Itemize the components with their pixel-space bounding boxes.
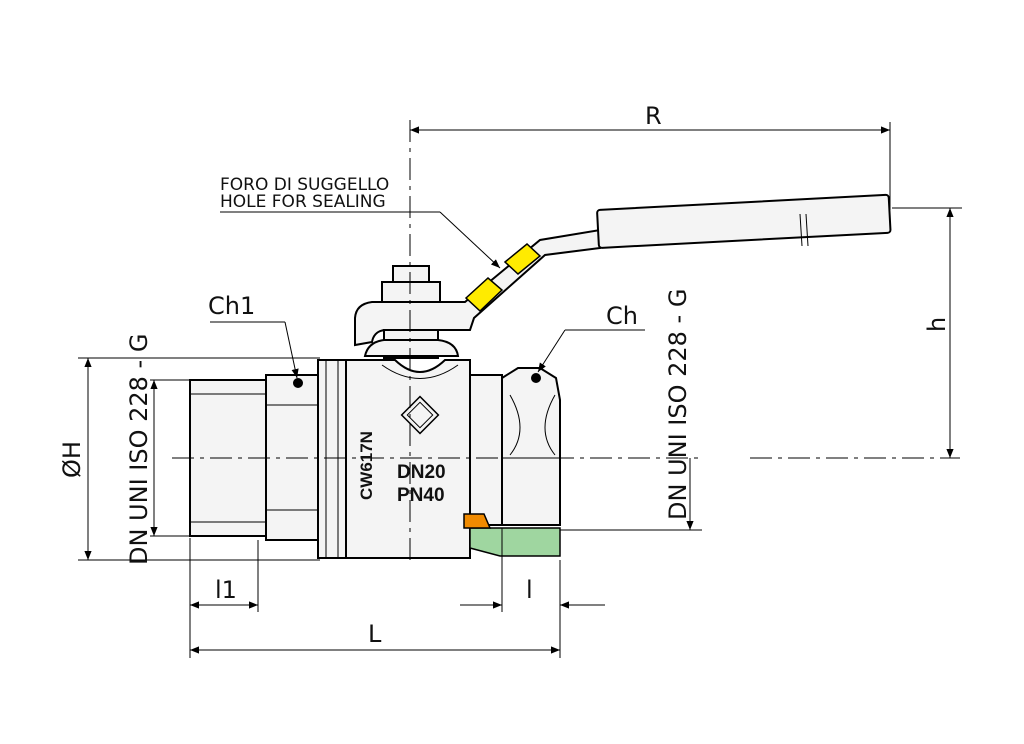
label-l: L (368, 620, 382, 648)
pn-marking: PN40 (397, 485, 445, 506)
label-thread-left: DN UNI ISO 228 - G (125, 334, 153, 565)
dimension-l1: l1 (190, 540, 259, 612)
material-marking: CW617N (357, 431, 376, 500)
note-italian: FORO DI SUGGELLO (220, 175, 389, 195)
lever-handle (354, 193, 892, 347)
stem-nut (363, 265, 460, 359)
label-l-small: l (526, 576, 533, 604)
ch-marker-dot (531, 373, 541, 383)
label-thread-right: DN UNI ISO 228 - G (664, 289, 692, 520)
thread-left-callout: DN UNI ISO 228 - G (125, 334, 190, 565)
seal-ring (463, 513, 492, 529)
note-english: HOLE FOR SEALING (220, 192, 386, 212)
label-l1: l1 (215, 576, 237, 604)
seal-band-upper (503, 243, 542, 275)
label-h: h (923, 317, 951, 332)
ch1-marker-dot (293, 378, 303, 388)
dimension-l-small: l (460, 528, 605, 612)
centre-lines (172, 120, 960, 560)
label-ch1: Ch1 (208, 292, 255, 320)
dn-marking: DN20 (397, 462, 446, 483)
label-oh: ØH (58, 441, 86, 478)
thread-right-callout: DN UNI ISO 228 - G (560, 289, 702, 531)
sealing-hole-note: FORO DI SUGGELLO HOLE FOR SEALING (220, 175, 501, 269)
label-r: R (645, 102, 662, 130)
manufacturer-logo (400, 395, 440, 435)
seal-band-lower (464, 276, 504, 313)
label-ch: Ch (606, 302, 638, 330)
dimension-l: L (189, 538, 561, 658)
dimension-oh: ØH (58, 357, 320, 561)
dimension-r: R (409, 102, 891, 210)
ch-leader: Ch (537, 302, 645, 373)
dimension-h: h (892, 207, 962, 458)
gasket (469, 527, 561, 557)
ch1-leader: Ch1 (208, 292, 299, 379)
